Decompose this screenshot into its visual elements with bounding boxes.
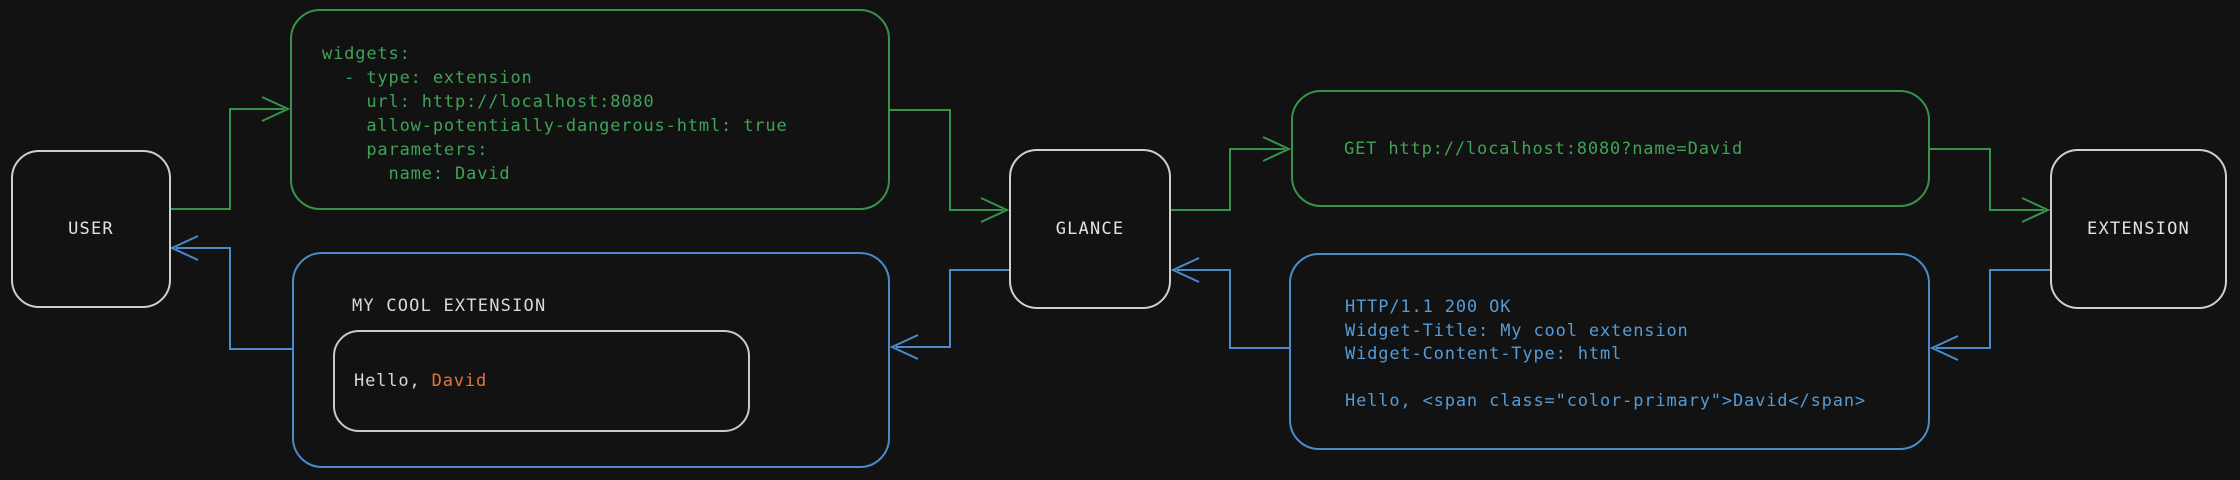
connector-response-to-glance	[1170, 257, 1289, 349]
config-yaml-code: widgets: - type: extension url: http://l…	[322, 44, 788, 184]
greeting-name: David	[431, 371, 488, 391]
connector-glance-to-request	[1171, 136, 1292, 211]
connector-widget-to-user	[169, 235, 292, 350]
connector-user-to-config	[171, 96, 291, 210]
user-node: USER	[11, 150, 171, 308]
connector-config-to-glance	[890, 109, 1010, 223]
widget-title: MY COOL EXTENSION	[352, 296, 547, 316]
http-request-code: GET http://localhost:8080?name=David	[1344, 138, 1744, 159]
widget-greeting-card: Hello, David	[333, 330, 750, 432]
glance-node-label: GLANCE	[1055, 219, 1125, 239]
http-response-code: HTTP/1.1 200 OK Widget-Title: My cool ex…	[1345, 297, 1866, 411]
connector-extension-to-response	[1929, 269, 2050, 361]
widget-greeting: Hello, David	[335, 371, 487, 391]
user-node-label: USER	[68, 219, 114, 239]
widget-preview-box: MY COOL EXTENSION Hello, David	[292, 252, 890, 468]
greeting-prefix: Hello,	[354, 371, 432, 391]
connector-request-to-extension	[1930, 148, 2051, 223]
http-request-box: GET http://localhost:8080?name=David	[1291, 90, 1930, 207]
extension-node-label: EXTENSION	[2087, 219, 2190, 239]
connector-glance-to-widget	[889, 269, 1009, 360]
extension-node: EXTENSION	[2050, 149, 2227, 309]
config-yaml-box: widgets: - type: extension url: http://l…	[290, 9, 890, 210]
http-response-box: HTTP/1.1 200 OK Widget-Title: My cool ex…	[1289, 253, 1930, 450]
glance-node: GLANCE	[1009, 149, 1171, 309]
